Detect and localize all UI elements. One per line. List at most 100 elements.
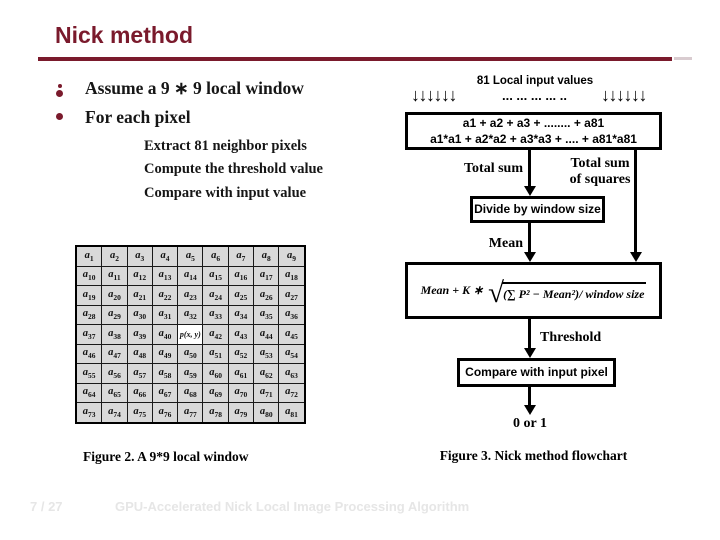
input-values-label: 81 Local input values (476, 75, 594, 87)
grid-cell: a66 (126, 382, 153, 403)
grid-cell: a78 (202, 402, 229, 423)
down-arrows-right-icon: ↓↓↓↓↓↓ (601, 85, 648, 105)
grid-cell: a20 (101, 285, 128, 306)
page-title: Nick method (55, 22, 194, 48)
grid-cell: a15 (202, 265, 229, 286)
grid-cell: a61 (227, 363, 255, 384)
grid-cell: a54 (278, 343, 306, 364)
grid-cell: a63 (278, 363, 306, 384)
grid-cell: a44 (253, 324, 280, 345)
grid-cell: a81 (278, 402, 306, 423)
bullet-label: Compute the threshold value (144, 161, 323, 178)
grid-cell: a43 (227, 324, 255, 345)
grid-cell: a37 (75, 324, 103, 345)
grid-cell: a31 (151, 304, 179, 325)
grid-cell: a56 (101, 363, 128, 384)
down-arrows-left-icon: ↓↓↓↓↓↓ (411, 85, 458, 105)
arrow-divide-to-formula-icon (528, 223, 531, 252)
sub-bullet-list: Extract 81 neighbor pixels Compute the t… (120, 138, 412, 202)
grid-cell: a53 (253, 343, 280, 364)
grid-cell: a6 (202, 245, 229, 267)
grid-cell: a9 (278, 245, 306, 267)
compare-box: Compare with input pixel (457, 358, 616, 387)
grid-cell: a55 (75, 363, 103, 384)
grid-cell: a25 (227, 285, 255, 306)
grid-cell: a22 (151, 285, 179, 306)
grid-cell: a57 (126, 363, 153, 384)
grid-cell: a74 (101, 402, 128, 423)
grid-cell: a23 (177, 285, 204, 306)
bullet-label: For each pixel (85, 106, 191, 127)
grid-cell: a28 (75, 304, 103, 325)
sqrt-icon: √ (488, 276, 505, 309)
grid-cell: a46 (75, 343, 103, 364)
total-sum-squares-label: Total sum of squares (558, 156, 642, 188)
grid-cell: a21 (126, 285, 153, 306)
grid-cell: a72 (278, 382, 306, 403)
grid-cell: a32 (177, 304, 204, 325)
grid-cell: a62 (253, 363, 280, 384)
bullet-label: Compare with input value (144, 185, 307, 202)
grid-cell: a1 (75, 245, 103, 267)
grid-cell: p(x, y) (177, 324, 204, 345)
grid-cell: a29 (101, 304, 128, 325)
grid-cell: a17 (253, 265, 280, 286)
bullet-icon (52, 107, 85, 120)
grid-cell: a60 (202, 363, 229, 384)
total-sum-label: Total sum (463, 161, 523, 176)
total-sum-squares-line2: of squares (569, 172, 631, 188)
list-item: Compute the threshold value (120, 161, 412, 178)
grid-cell: a19 (75, 285, 103, 306)
grid-cell: a24 (202, 285, 229, 306)
grid-cell: a33 (202, 304, 229, 325)
arrow-compare-to-output-icon (528, 387, 531, 405)
sum-line1: a1 + a2 + a3 + ........ + a81 (462, 115, 605, 130)
grid-cell: a51 (202, 343, 229, 364)
grid-cell: a58 (151, 363, 179, 384)
bullet-icon (120, 161, 144, 167)
grid-cell: a5 (177, 245, 204, 267)
grid-cell: a16 (227, 265, 255, 286)
grid-cell: a75 (126, 402, 153, 423)
grid-cell: a80 (253, 402, 280, 423)
bullet-icon (120, 138, 144, 144)
grid-cell: a45 (278, 324, 306, 345)
grid-cell: a3 (126, 245, 153, 267)
threshold-label: Threshold (540, 330, 602, 345)
mean-label: Mean (488, 236, 523, 251)
divide-box: Divide by window size (470, 196, 605, 223)
arrow-sum-to-divide-icon (528, 150, 531, 186)
grid-cell: a2 (101, 245, 128, 267)
grid-cell: a4 (151, 245, 179, 267)
grid-cell: a35 (253, 304, 280, 325)
grid-cell: a30 (126, 304, 153, 325)
grid-cell: a59 (177, 363, 204, 384)
grid-cell: a39 (126, 324, 153, 345)
title-divider-tail (674, 57, 692, 60)
grid-cell: a14 (177, 265, 204, 286)
grid-cell: a49 (151, 343, 179, 364)
figure2-caption: Figure 2. A 9*9 local window (83, 449, 249, 464)
grid-cell: a18 (278, 265, 306, 286)
arrow-squares-to-formula-icon (634, 150, 637, 252)
bullet-label: Assume a 9 ∗ 9 local window (85, 78, 304, 98)
grid-cell: a42 (202, 324, 229, 345)
grid-cell: a52 (227, 343, 255, 364)
threshold-formula-box: Mean + K ∗ √ (∑ P² − Mean²)/ window size (405, 262, 662, 319)
list-item: Compare with input value (120, 185, 412, 202)
sum-line2: a1*a1 + a2*a2 + a3*a3 + .... + a81*a81 (430, 132, 637, 146)
grid-cell: a7 (227, 245, 255, 267)
sum-box: a1 + a2 + a3 + ........ + a81 a1*a1 + a2… (405, 112, 662, 150)
output-label: 0 or 1 (513, 416, 547, 431)
list-item: For each pixel (52, 107, 412, 129)
title-divider (38, 57, 672, 61)
grid-cell: a65 (101, 382, 128, 403)
grid-cell: a69 (202, 382, 229, 403)
grid-cell: a8 (253, 245, 280, 267)
bullet-list: Assume a 9 ∗ 9 local window For each pix… (52, 78, 412, 209)
grid-cell: a26 (253, 285, 280, 306)
page-number: 7 / 27 (30, 499, 63, 514)
grid-cell: a34 (227, 304, 255, 325)
grid-cell: a40 (151, 324, 179, 345)
